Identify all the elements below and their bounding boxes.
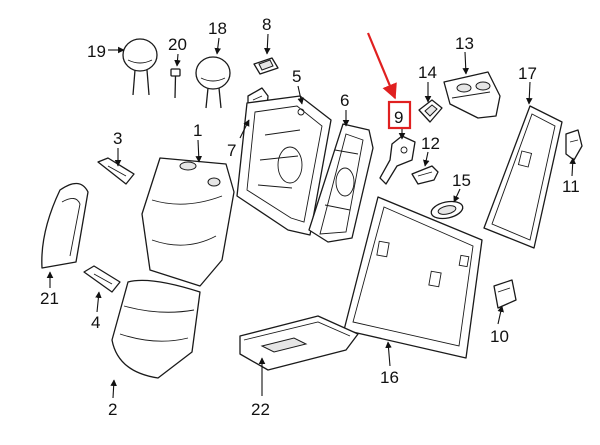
- part-12-bracket: [411, 165, 439, 185]
- part-16-seatback-board: [343, 196, 483, 359]
- callout-14: 14: [418, 63, 437, 82]
- callout-22: 22: [251, 400, 270, 419]
- callout-2: 2: [108, 400, 117, 419]
- part-17-rear-panel: [483, 105, 563, 249]
- callout-10: 10: [490, 327, 509, 346]
- callout-13: 13: [455, 34, 474, 53]
- callout-16: 16: [380, 368, 399, 387]
- part-6-seatback-panel: [308, 123, 374, 243]
- part-10-bracket: [493, 279, 517, 309]
- callout-3: 3: [113, 129, 122, 148]
- callout-18: 18: [208, 19, 227, 38]
- part-3-bezel: [97, 157, 135, 185]
- callout-5: 5: [292, 67, 301, 86]
- part-14-cover: [418, 99, 443, 123]
- part-13-trim-cover: [443, 71, 501, 119]
- callout-21: 21: [40, 289, 59, 308]
- part-4-bezel: [83, 265, 121, 293]
- part-1-seatback-cushion: [141, 157, 235, 287]
- part-11-clip: [565, 129, 583, 161]
- part-2-seat-cushion: [111, 279, 201, 379]
- part-15-handle: [430, 200, 464, 220]
- callout-9: 9: [394, 108, 403, 127]
- part-19-headrest: [122, 38, 158, 96]
- leader-lines: [46, 33, 576, 399]
- callout-6: 6: [340, 91, 349, 110]
- callout-labels: 19 20 18 8 7 5 6 9 14 13 12 17 11 15 10 …: [40, 15, 580, 419]
- callout-12: 12: [421, 134, 440, 153]
- callout-19: 19: [87, 42, 106, 61]
- part-18-headrest: [195, 56, 231, 109]
- callout-17: 17: [518, 64, 537, 83]
- callout-15: 15: [452, 171, 471, 190]
- callout-4: 4: [91, 313, 100, 332]
- callout-7: 7: [227, 141, 236, 160]
- callout-1: 1: [193, 121, 202, 140]
- part-9-latch-bracket: [379, 135, 416, 185]
- highlight-part-9: [366, 32, 412, 130]
- part-20-guide-pin: [170, 68, 181, 99]
- callout-20: 20: [168, 35, 187, 54]
- part-22-armrest: [239, 315, 359, 371]
- part-8-guide-sleeve: [253, 57, 279, 75]
- callout-11: 11: [562, 177, 580, 196]
- part-21-side-trim: [41, 182, 89, 269]
- callout-8: 8: [262, 15, 271, 34]
